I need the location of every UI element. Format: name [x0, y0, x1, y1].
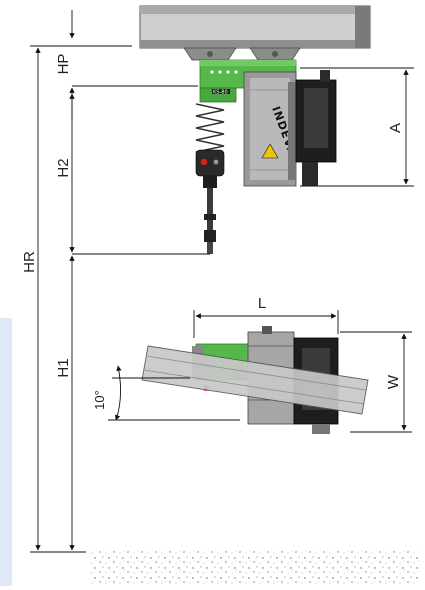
trolley-left — [183, 47, 237, 61]
ground-floor — [90, 550, 420, 586]
overhead-rail — [139, 5, 371, 49]
warning-icon — [261, 143, 279, 159]
dim-label-hr: HR — [21, 251, 38, 273]
dim-label-angle: 10° — [92, 390, 107, 410]
dimension-lines — [30, 10, 414, 553]
tilted-rail — [141, 345, 369, 415]
dim-label-a: A — [387, 123, 404, 133]
dim-label-h2: H2 — [55, 158, 72, 177]
dim-label-l: L — [258, 295, 266, 312]
trolley-right — [249, 47, 301, 61]
pendant-handle — [195, 149, 225, 254]
motor-body: INDEVA — [243, 71, 299, 187]
dim-label-w: W — [385, 374, 402, 389]
control-box — [295, 70, 337, 186]
left-side-strip — [0, 318, 12, 586]
dim-label-hp: HP — [55, 54, 72, 75]
model-tag: KS-80 — [213, 90, 228, 96]
dim-label-h1: H1 — [55, 358, 72, 377]
